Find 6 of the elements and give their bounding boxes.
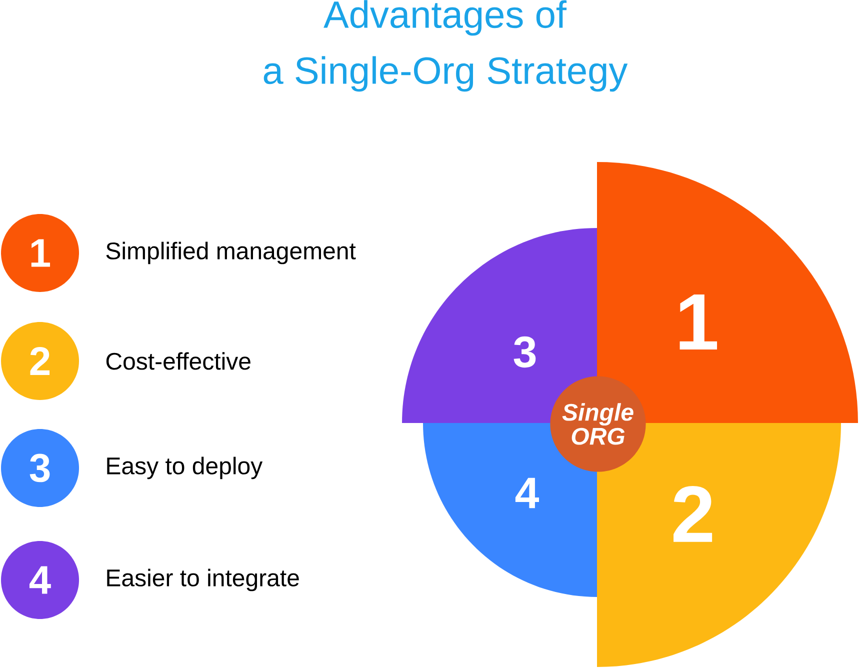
- center-label: Single ORG: [550, 376, 646, 472]
- title: Advantages of a Single-Org Strategy: [264, 0, 628, 92]
- item-text: Easier to integrate: [107, 568, 299, 592]
- item-text: Cost-effective: [106, 352, 250, 370]
- item-text: Easy to deploy: [107, 456, 263, 480]
- item-text: Simplified management: [106, 242, 356, 264]
